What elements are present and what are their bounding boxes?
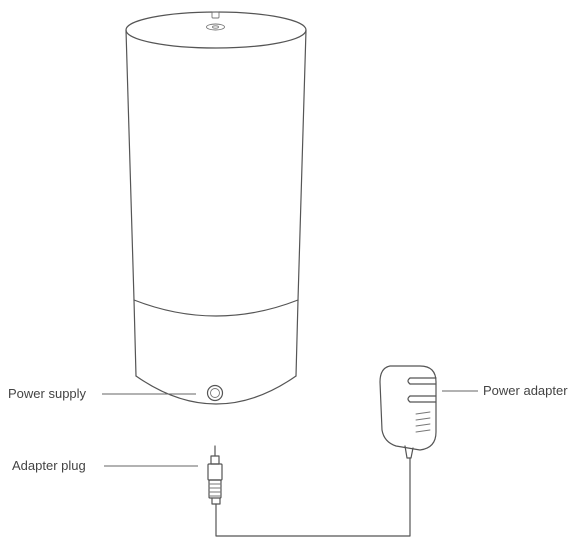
power-cable [215,457,411,537]
power-adapter-body [379,365,437,451]
adapter-plug-label: Adapter plug [12,458,86,473]
power-supply-label: Power supply [8,386,87,401]
power-adapter [379,365,437,459]
power-adapter-label: Power adapter [483,383,568,398]
lamp-body-right [295,29,307,377]
lamp-base-separator [133,299,299,317]
lamp [125,11,307,405]
adapter-grip-ribs [415,411,431,433]
lamp-body-left [125,29,137,377]
adapter-plug [207,445,223,505]
power-button-icon [206,11,225,31]
lamp-bottom [135,375,297,405]
adapter-prong-upper [407,377,437,385]
adapter-prong-lower [407,395,437,403]
adapter-strain-relief [404,445,414,459]
power-socket [206,384,224,402]
